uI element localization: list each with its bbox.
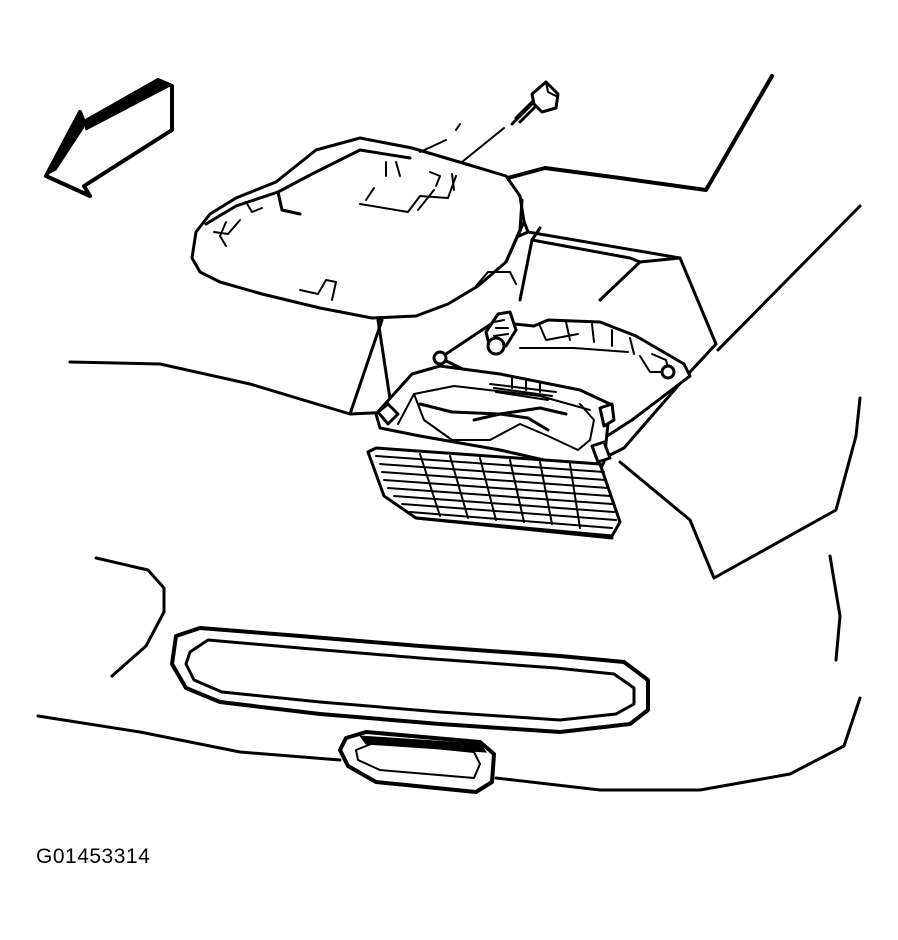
bolt-icon [510, 80, 560, 126]
lower-grille-opening [170, 626, 650, 734]
fender-contour [618, 396, 862, 580]
body-panel-edge [348, 318, 384, 416]
headlamp-lens-grille [366, 446, 622, 540]
figure-id-label: G01453314 [36, 845, 151, 868]
hood-edge-line [506, 74, 774, 192]
headlamp-assembly [374, 310, 692, 472]
direction-arrow-icon [44, 78, 174, 198]
fog-lamp-opening [338, 730, 496, 794]
body-upper-line [68, 306, 398, 416]
headlamp-opening [506, 176, 718, 462]
fender-upper-line [716, 204, 862, 352]
alignment-lines [365, 123, 505, 211]
bumper-fascia [36, 554, 862, 792]
access-cover [190, 136, 526, 320]
